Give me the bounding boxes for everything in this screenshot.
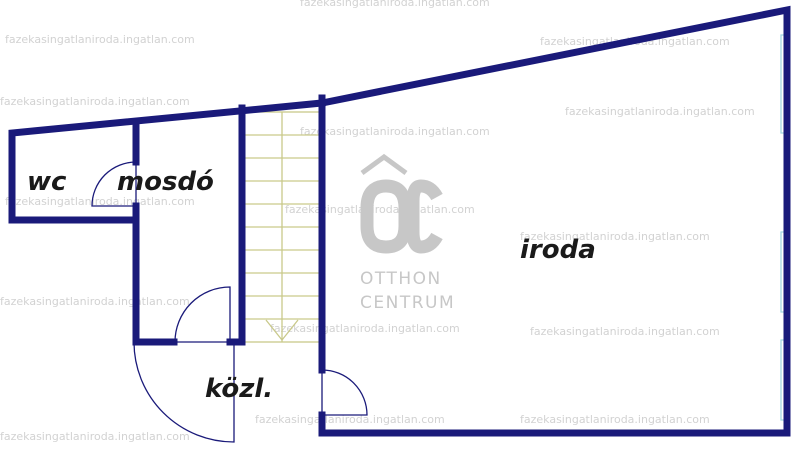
watermark-text: fazekasingatlaniroda.ingatlan.com: [300, 0, 490, 9]
watermark-text: fazekasingatlaniroda.ingatlan.com: [565, 105, 755, 118]
watermark-text: fazekasingatlaniroda.ingatlan.com: [285, 203, 475, 216]
mosdo-door: [174, 286, 231, 343]
watermark-text: fazekasingatlaniroda.ingatlan.com: [530, 325, 720, 338]
watermark-text: fazekasingatlaniroda.ingatlan.com: [300, 125, 490, 138]
watermarks: fazekasingatlaniroda.ingatlan.com fazeka…: [0, 0, 755, 443]
logo-line1: OTTHON: [360, 269, 442, 289]
doors: [91, 161, 368, 443]
kozl-entrance-door: [133, 341, 235, 443]
outer-wall-left: [8, 99, 326, 224]
watermark-text: fazekasingatlaniroda.ingatlan.com: [0, 430, 190, 443]
watermark-text: fazekasingatlaniroda.ingatlan.com: [0, 295, 190, 308]
otthon-centrum-logo: OTTHON CENTRUM: [360, 153, 455, 313]
watermark-text: fazekasingatlaniroda.ingatlan.com: [520, 230, 710, 243]
wc-door: [91, 161, 137, 207]
walls: [8, 5, 791, 437]
room-label-kozl: közl.: [205, 374, 273, 404]
logo-o-mark: [360, 179, 412, 254]
staircase: [243, 111, 321, 343]
logo-roof-icon: [360, 153, 408, 176]
outer-wall: [317, 5, 791, 437]
watermark-text: fazekasingatlaniroda.ingatlan.com: [5, 195, 195, 208]
watermark-text: fazekasingatlaniroda.ingatlan.com: [5, 33, 195, 46]
stair-arrow: [265, 319, 299, 342]
logo-c-mark: [406, 179, 443, 254]
room-labels: wc mosdó közl. iroda: [27, 167, 596, 404]
watermark-text: fazekasingatlaniroda.ingatlan.com: [255, 413, 445, 426]
watermark-text: fazekasingatlaniroda.ingatlan.com: [0, 95, 190, 108]
room-label-wc: wc: [27, 167, 67, 197]
watermark-text: fazekasingatlaniroda.ingatlan.com: [520, 413, 710, 426]
room-label-iroda: iroda: [520, 235, 596, 265]
logo-line2: CENTRUM: [360, 293, 455, 313]
watermark-text: fazekasingatlaniroda.ingatlan.com: [270, 322, 460, 335]
room-label-mosdo: mosdó: [117, 167, 214, 197]
iroda-door: [321, 369, 368, 416]
